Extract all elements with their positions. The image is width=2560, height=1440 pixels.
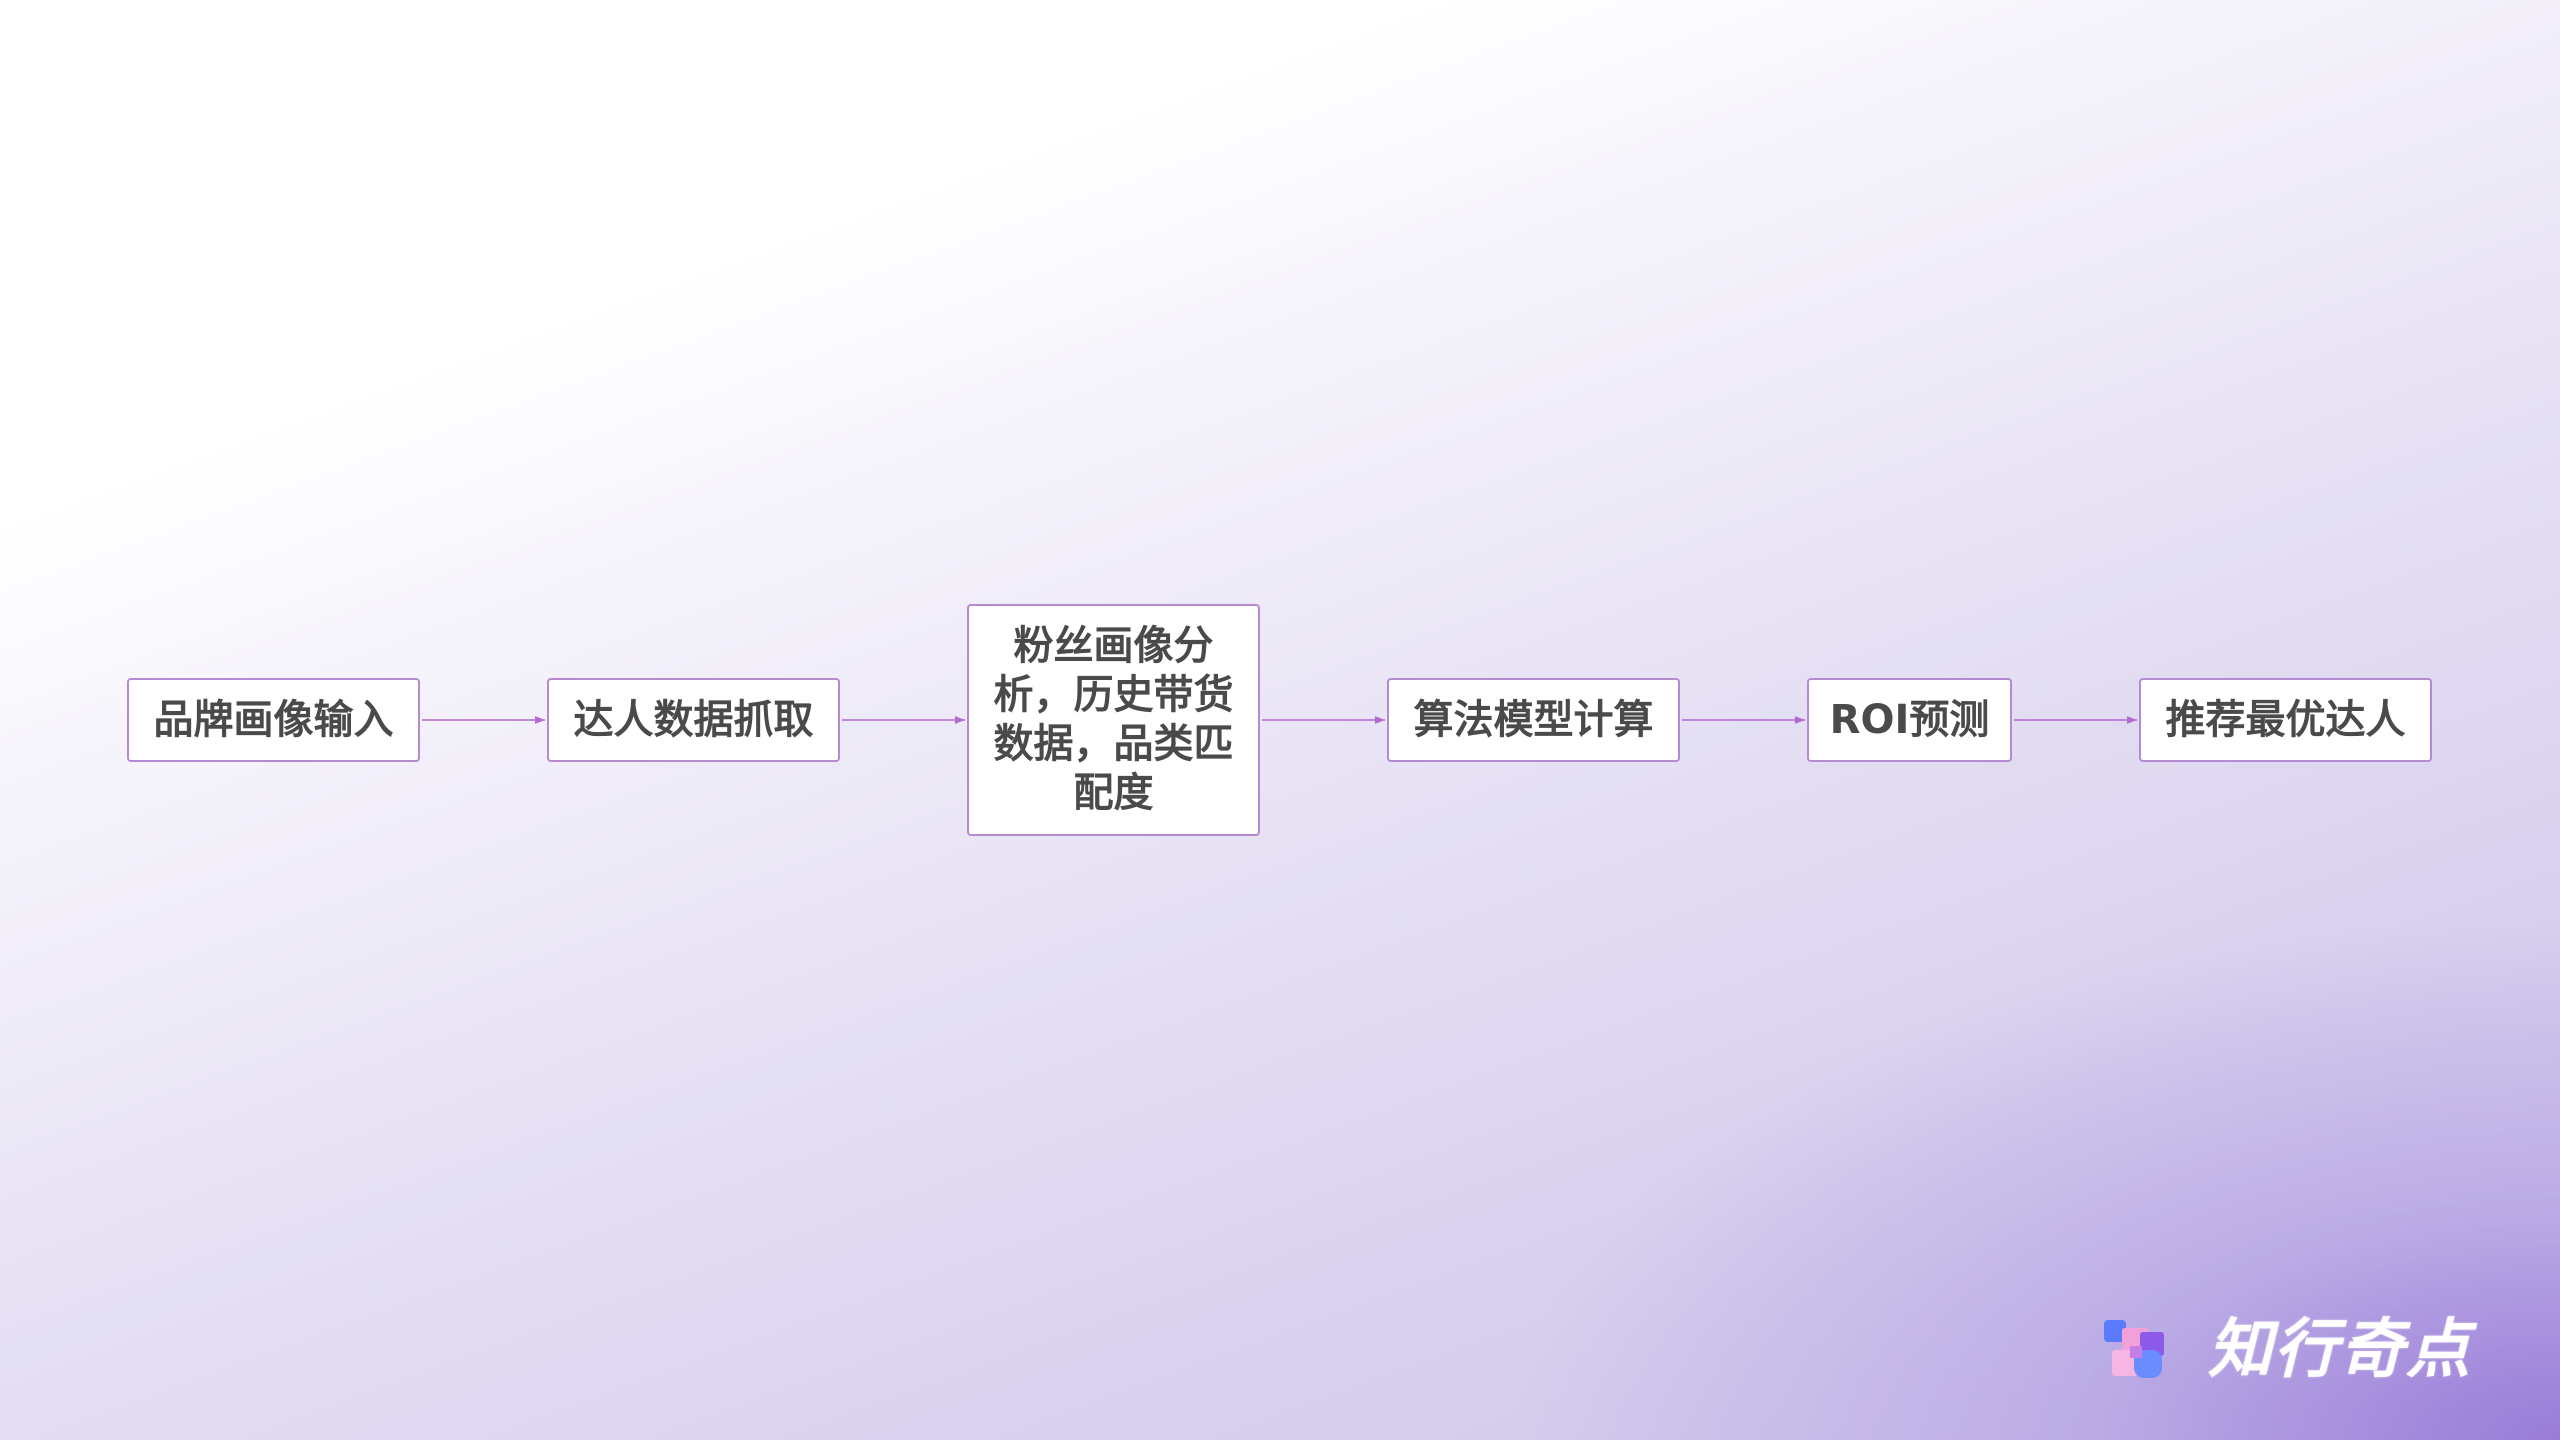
step-label: 品牌画像输入 xyxy=(153,696,394,743)
step-label: 推荐最优达人 xyxy=(2165,696,2406,743)
step-label: 算法模型计算 xyxy=(1413,696,1654,743)
step-fan-profile-analysis: 粉丝画像分析，历史带货数据，品类匹配度 xyxy=(967,604,1260,836)
step-recommend-best-influencer: 推荐最优达人 xyxy=(2139,678,2432,762)
step-influencer-data-scraping: 达人数据抓取 xyxy=(547,678,840,762)
logo-wordmark: 知行奇点 xyxy=(2208,1313,2472,1387)
step-algorithm-model-calculation: 算法模型计算 xyxy=(1387,678,1680,762)
brand-logo: 知行奇点 xyxy=(2100,1310,2520,1390)
step-label: 达人数据抓取 xyxy=(573,696,814,743)
logo-mark-icon xyxy=(2104,1320,2164,1378)
step-roi-prediction: ROI预测 xyxy=(1807,678,2012,762)
step-label: ROI预测 xyxy=(1829,696,1990,743)
step-label: 粉丝画像分析，历史带货数据，品类匹配度 xyxy=(993,623,1234,816)
step-brand-profile-input: 品牌画像输入 xyxy=(127,678,420,762)
